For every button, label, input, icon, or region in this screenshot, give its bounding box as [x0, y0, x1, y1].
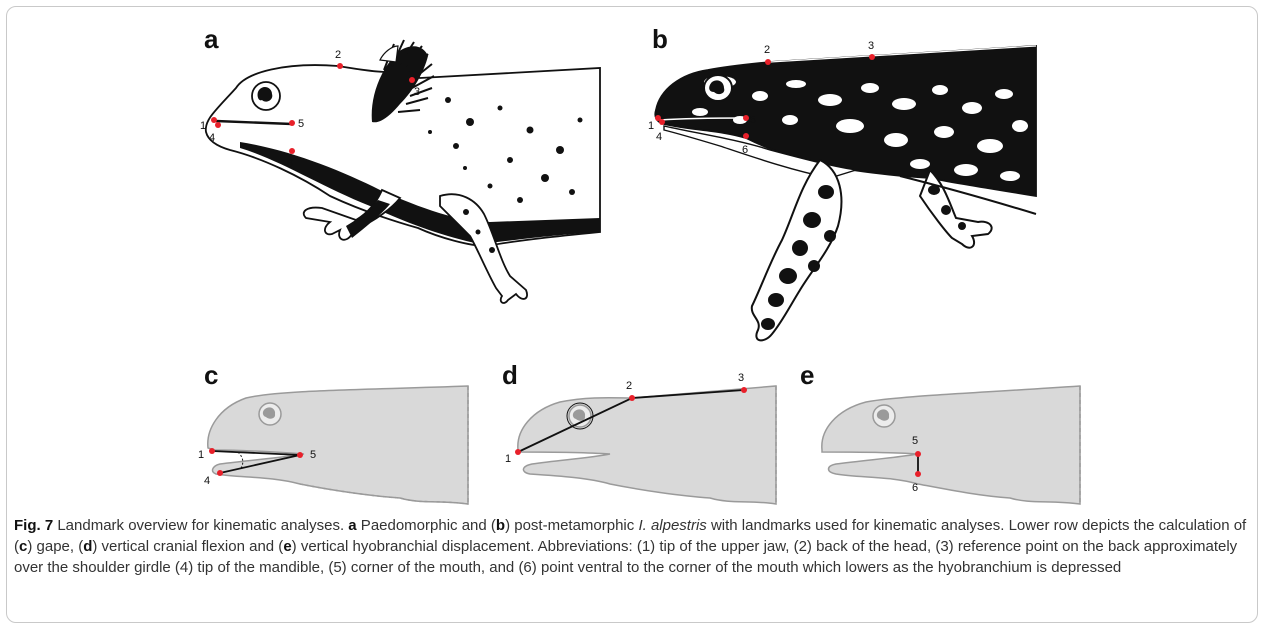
panel-letter-e: e	[800, 360, 814, 390]
panel-d: d 2 3 1	[502, 360, 776, 504]
landmark-label: 4	[209, 132, 215, 144]
landmark-dot	[765, 59, 771, 65]
head-outline-c	[208, 386, 468, 504]
landmark-label: 2	[335, 49, 341, 61]
landmark-dot	[215, 122, 221, 128]
caption-text: ) gape, (	[27, 538, 83, 555]
landmark-label: 5	[750, 114, 756, 126]
landmark-label: 3	[414, 86, 420, 98]
panel-a: a	[200, 24, 600, 303]
landmark-dot	[515, 449, 521, 455]
caption-species-name: I. alpestris	[638, 517, 706, 534]
figure-caption: Fig. 7 Landmark overview for kinematic a…	[14, 515, 1249, 578]
landmark-dot	[741, 387, 747, 393]
landmark-label: 6	[287, 158, 293, 170]
landmark-dot	[869, 54, 875, 60]
caption-text: ) post-metamorphic	[505, 517, 638, 534]
landmark-dot	[659, 119, 665, 125]
landmark-label: 5	[298, 118, 304, 130]
caption-text: Landmark overview for kinematic analyses…	[53, 517, 348, 534]
landmark-dot	[217, 470, 223, 476]
landmark-label: 5	[310, 449, 316, 461]
landmark-label: 5	[912, 435, 918, 447]
landmark-dot	[743, 115, 749, 121]
landmark-dot	[629, 395, 635, 401]
figure-artwork: a	[0, 0, 1266, 512]
landmark-dot	[915, 471, 921, 477]
landmark-dot	[289, 148, 295, 154]
landmark-dot	[337, 63, 343, 69]
panel-e: e 5 6	[800, 360, 1080, 504]
head-outline-e	[822, 386, 1080, 504]
landmark-label: 1	[505, 453, 511, 465]
caption-panel-ref: a	[348, 517, 356, 534]
panel-letter-a: a	[204, 24, 219, 54]
landmark-label: 1	[200, 120, 206, 132]
landmark-dot	[409, 77, 415, 83]
panel-b: b	[648, 24, 1036, 340]
landmark-label: 4	[656, 131, 662, 143]
landmark-dot	[297, 452, 303, 458]
landmark-label: 3	[868, 40, 874, 52]
landmark-dot	[209, 448, 215, 454]
landmark-label: 1	[198, 449, 204, 461]
caption-figure-label: Fig. 7	[14, 517, 53, 534]
landmark-label: 1	[648, 120, 654, 132]
landmark-dot	[743, 133, 749, 139]
head-outline-d	[518, 386, 776, 504]
caption-panel-ref: e	[283, 538, 291, 555]
caption-text: ) vertical cranial flexion and (	[92, 538, 283, 555]
landmark-label: 6	[912, 482, 918, 494]
panel-letter-c: c	[204, 360, 218, 390]
landmark-label: 2	[764, 44, 770, 56]
caption-text: Paedomorphic and (	[357, 517, 496, 534]
caption-panel-ref: d	[83, 538, 92, 555]
landmark-dot	[211, 117, 217, 123]
landmark-label: 2	[626, 380, 632, 392]
landmark-dot	[915, 451, 921, 457]
landmark-label: 4	[204, 475, 210, 487]
landmark-label: 3	[738, 372, 744, 384]
landmark-dot	[289, 120, 295, 126]
panel-letter-d: d	[502, 360, 518, 390]
panel-c: c 1 5 4	[198, 360, 468, 504]
caption-panel-ref: b	[496, 517, 505, 534]
landmark-label: 6	[742, 144, 748, 156]
panel-letter-b: b	[652, 24, 668, 54]
